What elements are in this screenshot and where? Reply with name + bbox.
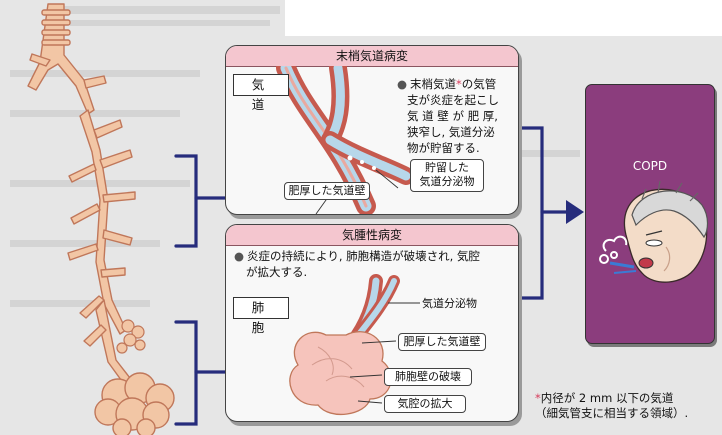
retained-secretion-callout: 貯留した 気道分泌物 — [410, 159, 484, 192]
alveolar-wall-destruction-callout: 肺胞壁の破壊 — [384, 368, 472, 386]
alveolus-label: 肺 胞 — [233, 297, 289, 319]
secretion-label: 気道分泌物 — [422, 295, 477, 311]
thickened-wall-callout: 肥厚した気道壁 — [398, 333, 486, 351]
airway-label: 気 道 — [233, 74, 289, 96]
arrow-to-copd-icon — [566, 200, 584, 224]
emphysema-panel: 気腫性病変 ●炎症の持続により, 肺胞構造が破壊され, 気腔 が拡大する. 肺 … — [225, 224, 519, 422]
airway-description: ●末梢気道*の気管 支が炎症を起こし 気 道 壁 が 肥 厚, 狭窄し, 気道分… — [397, 76, 515, 156]
copd-box: COPD — [585, 84, 715, 344]
thickened-wall-callout: 肥厚した気道壁 — [284, 182, 370, 200]
panel-title: 末梢気道病変 — [226, 46, 518, 67]
peripheral-airway-panel: 末梢気道病変 気 道 ●末梢気道*の気管 支が炎症を起こし 気 道 壁 が 肥 … — [225, 45, 519, 215]
footnote: *内径が 2 mm 以下の気道 （細気管支に相当する領域）. — [535, 391, 688, 421]
coughing-patient-illustration — [586, 175, 714, 295]
airspace-enlargement-callout: 気腔の拡大 — [384, 395, 466, 413]
copd-title: COPD — [586, 159, 714, 173]
